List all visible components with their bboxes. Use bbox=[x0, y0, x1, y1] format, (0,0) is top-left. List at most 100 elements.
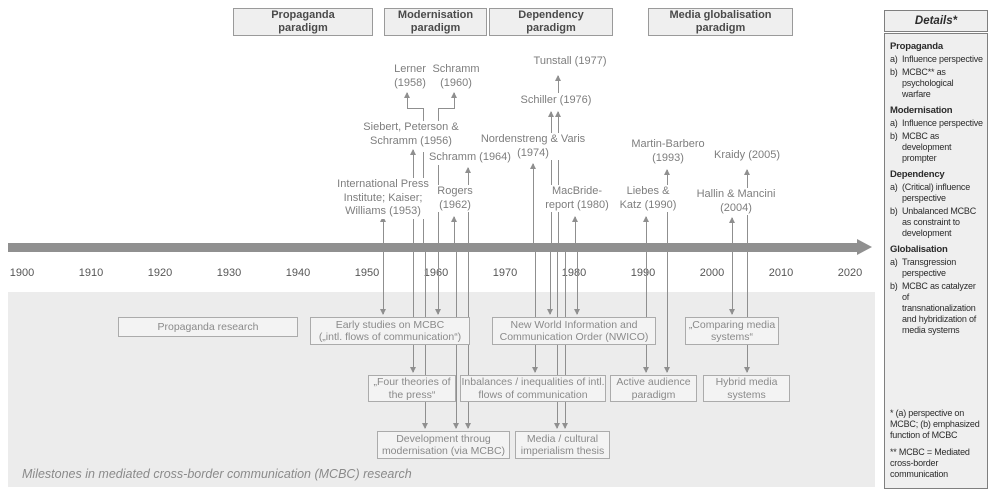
arrowhead-down-icon bbox=[422, 423, 428, 429]
arrowhead-down-icon bbox=[380, 309, 386, 315]
arrowhead-down-icon bbox=[562, 423, 568, 429]
label-line: Nordenstreng & Varis bbox=[480, 133, 586, 145]
details-item: b) MCBC** as psychological warfare bbox=[890, 67, 983, 100]
details-spacer bbox=[890, 338, 983, 402]
connector-line bbox=[558, 76, 559, 93]
label-line: Katz (1990) bbox=[619, 198, 677, 211]
research-box: Early studies on MCBC(„intl. flows of co… bbox=[310, 317, 470, 345]
label-line: Lerner bbox=[394, 63, 426, 75]
timeline-year-label: 2000 bbox=[699, 267, 725, 279]
arrowhead-up-icon bbox=[404, 92, 410, 98]
arrowhead-up-icon bbox=[744, 169, 750, 175]
details-item: b)Unbalanced MCBC as constraint to devel… bbox=[890, 206, 983, 239]
event-label: Siebert, Peterson &Schramm (1956) bbox=[361, 121, 461, 148]
connector-line bbox=[413, 252, 414, 372]
connector-line bbox=[575, 217, 576, 243]
details-section-heading: Propaganda bbox=[890, 41, 943, 52]
timeline-year-label: 2010 bbox=[768, 267, 794, 279]
details-item: a) Influence perspective bbox=[890, 118, 983, 129]
connector-line bbox=[646, 217, 647, 243]
connector-line bbox=[667, 252, 668, 372]
connector-line bbox=[747, 252, 748, 372]
event-label: Martin-Barbero(1993) bbox=[629, 138, 707, 165]
connector-line bbox=[438, 108, 455, 109]
label-line: imperialism thesis bbox=[520, 445, 605, 457]
timeline-year-label: 1900 bbox=[9, 267, 35, 279]
connector-line bbox=[646, 252, 647, 372]
connector-line bbox=[407, 93, 408, 108]
label-line: MacBride- bbox=[551, 185, 603, 197]
arrowhead-down-icon bbox=[410, 367, 416, 373]
arrowhead-down-icon bbox=[554, 423, 560, 429]
label-line: New World Information and bbox=[510, 318, 638, 331]
details-item-text: MCBC as catalyzer of transnationalizatio… bbox=[902, 281, 977, 335]
label-line: Hallin & Mancini bbox=[696, 188, 776, 200]
label-line: (1960) bbox=[440, 76, 472, 89]
details-section-heading: Dependency bbox=[890, 169, 945, 180]
label-line: Tunstall (1977) bbox=[533, 55, 607, 67]
details-title: Details* bbox=[884, 10, 988, 32]
event-label: Lerner(1958) bbox=[392, 63, 428, 90]
timeline-year-label: 1930 bbox=[216, 267, 242, 279]
arrowhead-down-icon bbox=[453, 423, 459, 429]
label-line: systems bbox=[727, 388, 766, 401]
details-section-heading: Globalisation bbox=[890, 244, 948, 255]
arrowhead-up-icon bbox=[555, 111, 561, 117]
connector-line bbox=[423, 108, 424, 121]
details-footnote: ** MCBC = Mediated cross-border communic… bbox=[890, 447, 970, 479]
timeline-year-label: 1980 bbox=[561, 267, 587, 279]
details-panel: Propaganda a) Influence perspective b) MCBC*… bbox=[884, 33, 988, 489]
label-line: Kraidy (2005) bbox=[713, 149, 781, 161]
event-label: Hallin & Mancini(2004) bbox=[694, 188, 778, 215]
label-line: Early studies on MCBC bbox=[335, 318, 445, 331]
label-line: International Press bbox=[337, 178, 429, 190]
details-sections: Propaganda a) Influence perspective b) MCBC*… bbox=[890, 41, 983, 338]
label-line: Propaganda research bbox=[157, 320, 259, 333]
arrowhead-up-icon bbox=[451, 216, 457, 222]
details-section-heading: Modernisation bbox=[890, 105, 953, 116]
details-item-marker: b) bbox=[890, 131, 898, 141]
label-line: (1962) bbox=[439, 198, 471, 211]
arrowhead-up-icon bbox=[555, 75, 561, 81]
connector-line bbox=[454, 93, 455, 108]
label-line: Hybrid media bbox=[715, 376, 778, 388]
details-item-marker: b) bbox=[890, 67, 898, 77]
arrowhead-down-icon bbox=[643, 367, 649, 373]
details-item-text: MCBC** as psychological warfare bbox=[902, 67, 954, 99]
event-label: Nordenstreng & Varis(1974) bbox=[478, 133, 588, 160]
details-footnote: * (a) perspective on MCBC; (b) emphasize… bbox=[890, 408, 980, 440]
label-line: Williams (1953) bbox=[345, 205, 421, 217]
timeline-year-label: 1990 bbox=[630, 267, 656, 279]
details-item-text: Influence perspective bbox=[902, 118, 983, 128]
details-item-text: (Critical) influence perspective bbox=[902, 182, 971, 203]
label-line: Liebes & bbox=[626, 185, 670, 197]
label-line: (1974) bbox=[517, 146, 549, 159]
label-line: (1993) bbox=[652, 151, 684, 164]
label-line: Modernisation bbox=[397, 9, 474, 21]
connector-line bbox=[551, 112, 552, 243]
connector-line bbox=[732, 252, 733, 314]
connector-line bbox=[438, 252, 439, 314]
figure-caption: Milestones in mediated cross-border comm… bbox=[22, 467, 412, 481]
arrowhead-up-icon bbox=[530, 163, 536, 169]
arrowhead-up-icon bbox=[451, 92, 457, 98]
details-item: b)MCBC as catalyzer of transnationalizat… bbox=[890, 281, 983, 336]
event-label: Schiller (1976) bbox=[518, 94, 594, 108]
event-label: Rogers(1962) bbox=[435, 185, 475, 212]
label-line: Dependency bbox=[518, 9, 584, 21]
connector-line bbox=[732, 218, 733, 243]
arrowhead-up-icon bbox=[380, 216, 386, 222]
details-item-marker: a) bbox=[890, 118, 898, 128]
arrowhead-down-icon bbox=[435, 309, 441, 315]
connector-line bbox=[407, 108, 424, 109]
details-item: a)(Critical) influence perspective bbox=[890, 182, 983, 204]
label-line: (2004) bbox=[720, 201, 752, 214]
arrowhead-down-icon bbox=[744, 367, 750, 373]
label-line: „Four theories of bbox=[373, 376, 451, 388]
label-line: Rogers bbox=[437, 185, 473, 197]
arrowhead-down-icon bbox=[664, 367, 670, 373]
